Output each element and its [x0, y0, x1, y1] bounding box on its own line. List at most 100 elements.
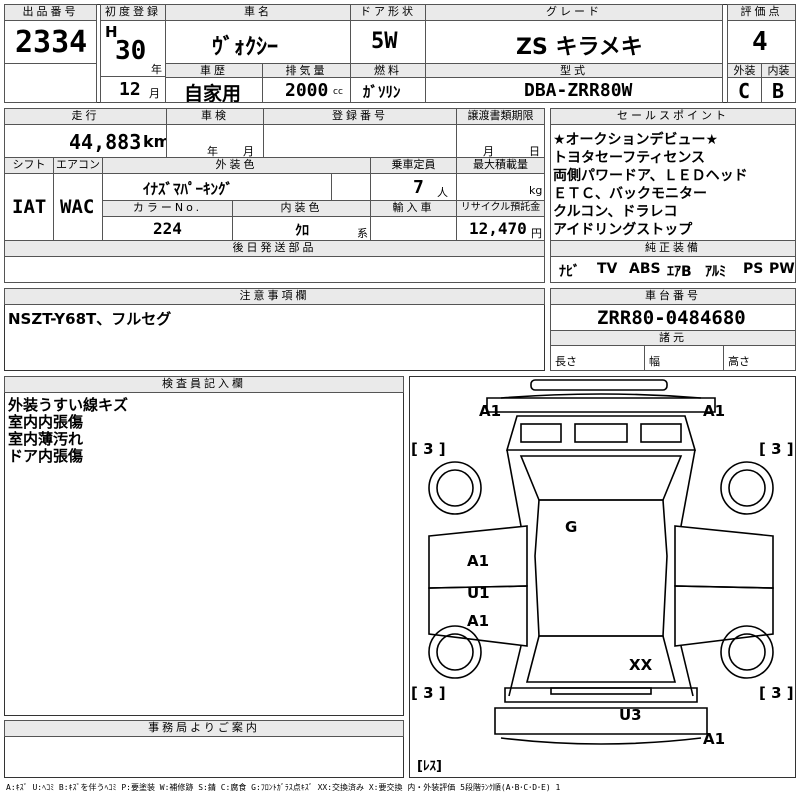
- transfer-day-unit: 日: [529, 145, 540, 158]
- inspector-line: ドア内張傷: [8, 447, 84, 465]
- score: 4: [752, 27, 768, 57]
- mileage: 44,883: [69, 130, 142, 154]
- inspection-header: 車検: [166, 108, 264, 125]
- mark-left-rear-wheel: [ 3 ]: [411, 684, 446, 702]
- wheel: [728, 633, 766, 671]
- diagram-part: [640, 423, 682, 443]
- wheel: [428, 461, 482, 515]
- chassis-number: ZRR80-0484680: [597, 307, 746, 329]
- diagram-part: [486, 397, 716, 413]
- era: H: [105, 23, 118, 41]
- equip-airbag: ｴｱB: [667, 264, 692, 280]
- diagram-part: [505, 415, 697, 451]
- diagram-part: [504, 687, 698, 703]
- car-diagram-block: [409, 376, 796, 778]
- sales-line: トヨタセーフティセンス: [553, 150, 706, 166]
- width-cell: 幅: [644, 345, 724, 371]
- displacement-header: 排気量: [262, 63, 351, 78]
- transfer-cell: 月 日: [456, 124, 545, 158]
- diagram-part: [674, 525, 774, 589]
- interior-color: ｸﾛ: [295, 223, 309, 239]
- height-cell: 高さ: [723, 345, 796, 371]
- displacement-cell: 2000 cc: [262, 77, 351, 103]
- fuel: ｶﾞｿﾘﾝ: [363, 83, 401, 101]
- mark-left-rear-quarter: A1: [467, 612, 489, 630]
- capacity-unit: 人: [437, 186, 448, 199]
- mark-left-rear-door: U1: [467, 584, 490, 602]
- inspection-cell: 年 月: [166, 124, 264, 158]
- legend: A:ｷｽﾞ U:ﾍｺﾐ B:ｷｽﾞを伴うﾍｺﾐ P:要塗装 W:補修跡 S:錆 …: [6, 783, 561, 792]
- load-unit: kg: [529, 184, 543, 197]
- door-type: 5W: [371, 29, 398, 54]
- shift-cell: IAT: [4, 173, 54, 241]
- interior-color-header: 内装色: [232, 200, 371, 217]
- score-cell: 4: [727, 20, 796, 64]
- lot-number-cell: 2334: [4, 20, 97, 64]
- diagram-part: [530, 379, 668, 391]
- history: 自家用: [184, 83, 242, 103]
- notes-header: 注意事項欄: [4, 288, 545, 305]
- mark-spare: [ﾚｽ]: [417, 759, 442, 774]
- chassis-number-cell: ZRR80-0484680: [550, 304, 796, 331]
- mileage-unit: km: [143, 132, 166, 151]
- mark-right-rear-wheel: [ 3 ]: [759, 684, 794, 702]
- load-header: 最大積載量: [456, 157, 545, 174]
- grade-cell: ZS キラメキ: [425, 20, 723, 64]
- recycle-unit: 円: [531, 227, 542, 240]
- wheel: [728, 469, 766, 507]
- int-cell: B: [761, 77, 796, 103]
- notes-text: NSZT-Y68T、フルセグ: [8, 310, 172, 328]
- grade: ZS キラメキ: [516, 35, 643, 60]
- diagram-part: [574, 423, 628, 443]
- int-header: 内装: [761, 63, 796, 78]
- inspector-line: 室内内張傷: [8, 413, 84, 431]
- mileage-header: 走行: [4, 108, 167, 125]
- diagram-part: [506, 449, 522, 527]
- diagram-part: [674, 585, 774, 647]
- ac-header: エアコン: [53, 157, 103, 174]
- equip-tv: TV: [597, 261, 618, 277]
- diagram-part: [525, 635, 677, 683]
- reg-month: 12: [119, 79, 141, 100]
- diagram-part: [534, 499, 668, 637]
- displacement: 2000: [285, 80, 329, 101]
- equip-pw: PW: [769, 261, 795, 277]
- shift: IAT: [12, 196, 47, 218]
- color-no-cell: 224: [102, 216, 233, 241]
- insp-month-unit: 月: [243, 145, 254, 158]
- interior-color-cell: ｸﾛ 系: [232, 216, 371, 241]
- ext-grade: C: [738, 79, 751, 103]
- office-header: 事務局よりご案内: [4, 720, 404, 737]
- diagram-part: [550, 687, 652, 695]
- width-label: 幅: [649, 355, 660, 368]
- first-reg-month-cell: 12 月: [100, 76, 166, 103]
- transfer-month-unit: 月: [483, 145, 494, 158]
- equip-ps: PS: [743, 261, 764, 277]
- sales-header: セールスポイント: [550, 108, 796, 125]
- door-header: ドア形状: [350, 4, 426, 21]
- import-header: 輸入車: [370, 200, 457, 217]
- reg-no-cell: [263, 124, 457, 158]
- reg-no-header: 登録番号: [263, 108, 457, 125]
- ext-cell: C: [727, 77, 762, 103]
- recycle-cell: 12,470 円: [456, 216, 545, 241]
- diagram-part: [520, 423, 562, 443]
- color-extra-cell: [331, 173, 371, 201]
- equip-alloy: ｱﾙﾐ: [705, 264, 726, 280]
- equip-nav: ﾅﾋﾞ: [559, 264, 580, 280]
- recycle-header: リサイクル預託金: [456, 200, 545, 217]
- later-parts-cell: [4, 256, 545, 283]
- mark-rear-bumper: A1: [703, 730, 725, 748]
- sales-line: ＥＴＣ、バックモニター: [553, 186, 707, 202]
- diagram-part: [680, 449, 696, 527]
- import-cell: [370, 216, 457, 241]
- equip-abs: ABS: [629, 261, 661, 277]
- fuel-header: 燃料: [350, 63, 426, 78]
- mark-left-front-wheel: [ 3 ]: [411, 440, 446, 458]
- model: DBA-ZRR80W: [524, 80, 633, 101]
- sales-line: ★オークションデビュー★: [553, 132, 719, 148]
- wheel: [720, 625, 774, 679]
- later-parts-header: 後日発送部品: [4, 240, 545, 257]
- wheel: [428, 625, 482, 679]
- ac-cell: WAC: [53, 173, 103, 241]
